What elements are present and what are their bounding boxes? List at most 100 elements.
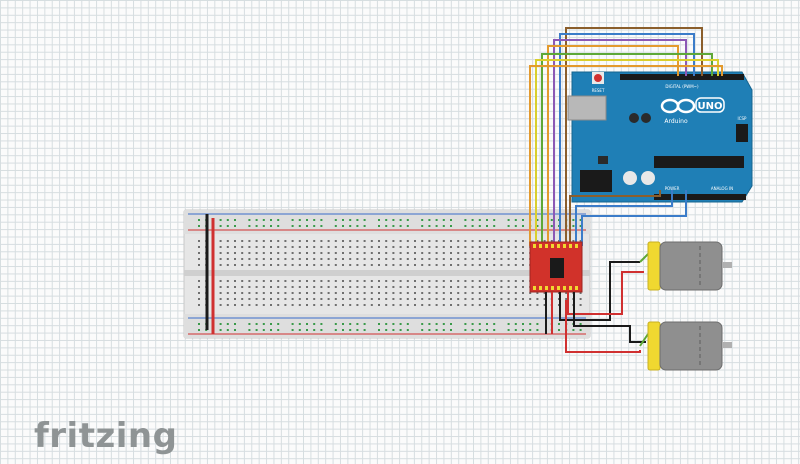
breadboard-hole xyxy=(291,240,294,242)
breadboard-hole xyxy=(219,292,222,294)
breadboard-hole xyxy=(558,329,560,331)
breadboard-hole xyxy=(493,298,496,300)
breadboard-hole xyxy=(486,252,488,254)
breadboard-hole xyxy=(450,264,452,266)
breadboard-hole xyxy=(327,286,330,288)
breadboard-hole xyxy=(277,246,280,248)
signal-wires xyxy=(529,27,723,246)
breadboard-hole xyxy=(363,264,366,266)
breadboard-hole xyxy=(248,219,251,221)
breadboard-hole xyxy=(320,258,323,260)
breadboard-hole xyxy=(421,240,424,242)
breadboard-hole xyxy=(356,280,359,282)
breadboard-hole xyxy=(378,304,380,306)
wire-brown xyxy=(565,27,703,246)
breadboard-hole xyxy=(478,280,481,282)
breadboard-hole xyxy=(543,240,546,242)
breadboard-hole xyxy=(486,286,488,288)
breadboard-hole xyxy=(421,304,424,306)
breadboard-hole xyxy=(421,329,424,331)
breadboard-hole xyxy=(514,258,517,260)
breadboard-hole xyxy=(370,286,373,288)
breadboard-hole xyxy=(378,329,380,331)
breadboard-hole xyxy=(370,304,373,306)
breadboard-hole xyxy=(313,219,316,221)
breadboard-hole xyxy=(471,304,474,306)
digital-pins-label: DIGITAL (PWM~) xyxy=(665,84,699,89)
breadboard-hole xyxy=(270,240,272,242)
breadboard-hole xyxy=(457,304,460,306)
driver-pin xyxy=(557,244,560,248)
breadboard-hole xyxy=(277,298,280,300)
breadboard-hole xyxy=(550,219,553,221)
regulator xyxy=(598,156,608,164)
breadboard-hole xyxy=(298,246,301,248)
breadboard-hole xyxy=(464,219,467,221)
breadboard-hole xyxy=(493,329,496,331)
breadboard-hole xyxy=(255,258,258,260)
breadboard-hole xyxy=(435,258,438,260)
breadboard-hole xyxy=(428,264,431,266)
breadboard-hole xyxy=(579,292,582,294)
breadboard-hole xyxy=(356,258,359,260)
breadboard-hole xyxy=(226,264,229,266)
breadboard-hole xyxy=(536,329,539,331)
breadboard-hole xyxy=(442,252,445,254)
breadboard-hole xyxy=(291,323,294,325)
breadboard-hole xyxy=(313,323,316,325)
wire-motor2-red xyxy=(565,300,641,353)
wire-motor1-black xyxy=(559,261,640,321)
atmega-chip xyxy=(654,156,744,168)
breadboard-hole xyxy=(442,304,445,306)
breadboard-hole xyxy=(500,304,503,306)
breadboard-hole xyxy=(378,286,380,288)
breadboard-hole xyxy=(457,264,460,266)
arduino-board: UNO Arduino DIGITAL (PWM~) ANALOG IN POW… xyxy=(567,71,753,203)
breadboard-hole xyxy=(421,258,424,260)
breadboard-hole xyxy=(507,240,510,242)
breadboard-hole xyxy=(255,225,258,227)
reset-label: RESET xyxy=(592,88,605,93)
breadboard-hole xyxy=(428,292,431,294)
breadboard-hole xyxy=(493,240,496,242)
breadboard-hole xyxy=(219,246,222,248)
breadboard-hole xyxy=(514,323,517,325)
breadboard-hole xyxy=(500,258,503,260)
breadboard-hole xyxy=(536,225,539,227)
breadboard-hole xyxy=(306,225,308,227)
breadboard-hole xyxy=(284,240,287,242)
breadboard-hole xyxy=(313,280,316,282)
breadboard-hole xyxy=(284,298,287,300)
breadboard-hole xyxy=(392,258,395,260)
breadboard-hole xyxy=(198,264,200,266)
breadboard-hole xyxy=(262,304,265,306)
breadboard-hole xyxy=(342,323,344,325)
breadboard-hole xyxy=(385,258,388,260)
breadboard-hole xyxy=(442,323,445,325)
breadboard-hole xyxy=(435,280,438,282)
breadboard-hole xyxy=(500,286,503,288)
breadboard-hole xyxy=(291,329,294,331)
breadboard-hole xyxy=(486,258,488,260)
breadboard-hole xyxy=(421,292,424,294)
breadboard-hole xyxy=(529,298,532,300)
breadboard-hole xyxy=(219,225,222,227)
breadboard-hole xyxy=(471,219,474,221)
breadboard-hole xyxy=(464,329,467,331)
breadboard-hole xyxy=(464,225,467,227)
breadboard-hole xyxy=(306,286,308,288)
breadboard-hole xyxy=(493,304,496,306)
breadboard-hole xyxy=(226,258,229,260)
digital-header xyxy=(620,74,744,80)
breadboard-hole xyxy=(198,292,200,294)
breadboard-hole xyxy=(572,219,575,221)
breadboard-hole xyxy=(529,323,532,325)
breadboard-hole xyxy=(478,246,481,248)
breadboard-hole xyxy=(522,225,524,227)
breadboard-hole xyxy=(277,286,280,288)
breadboard-hole xyxy=(450,298,452,300)
icsp-header xyxy=(736,124,748,142)
analog-pins-label: ANALOG IN xyxy=(711,186,733,191)
breadboard-hole xyxy=(270,252,272,254)
breadboard-hole xyxy=(493,323,496,325)
